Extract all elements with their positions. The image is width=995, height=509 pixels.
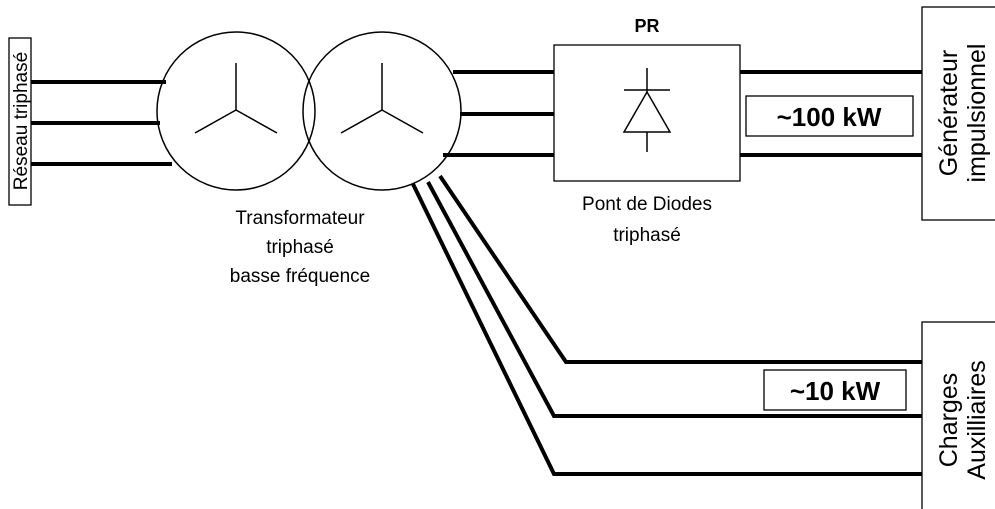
aux-power-value: ~10 kW [790,376,881,406]
transformer: Transformateur triphasé basse fréquence [156,31,462,287]
rectifier-label-line-1: Pont de Diodes [582,194,712,215]
primary-winding [156,31,316,191]
generator-power-box [745,95,914,137]
transformer-label-line-3: basse fréquence [230,266,371,287]
aux-line-phase-2 [426,181,922,418]
transformer-label-line-1: Transformateur [235,208,365,229]
pulse-generator-box [921,6,995,221]
generator-power-value: ~100 kW [777,102,882,132]
aux-line-phase-1 [438,174,922,364]
auxiliary-loads-box [921,321,995,509]
aux-power-box [763,369,907,411]
pulse-generator-label-line-1: Générateur [935,50,963,176]
pulse-generator: Générateur impulsionnel [921,6,995,221]
pulse-generator-label-line-2: impulsionnel [963,44,991,183]
rectifier-title: PR [634,16,659,36]
generator-power-badge: ~100 kW [745,95,914,137]
auxiliary-loads: Charges Auxilliaires [921,321,995,509]
grid-source-label: Réseau triphasé [11,52,32,190]
transformer-label-line-2: triphasé [266,237,334,258]
primary-star-icon [194,63,278,134]
aux-line-phase-3 [411,183,922,476]
rectifier: PR Pont de Diodes triphasé [553,16,741,246]
auxiliary-loads-label-line-1: Charges [935,373,963,468]
grid-source: Réseau triphasé [8,37,32,206]
rectifier-label-line-2: triphasé [613,225,681,246]
secondary-winding [302,31,462,191]
aux-power-badge: ~10 kW [763,369,907,411]
auxiliary-loads-label-line-2: Auxilliaires [963,360,991,479]
secondary-star-icon [340,63,424,134]
diode-icon [622,68,672,152]
